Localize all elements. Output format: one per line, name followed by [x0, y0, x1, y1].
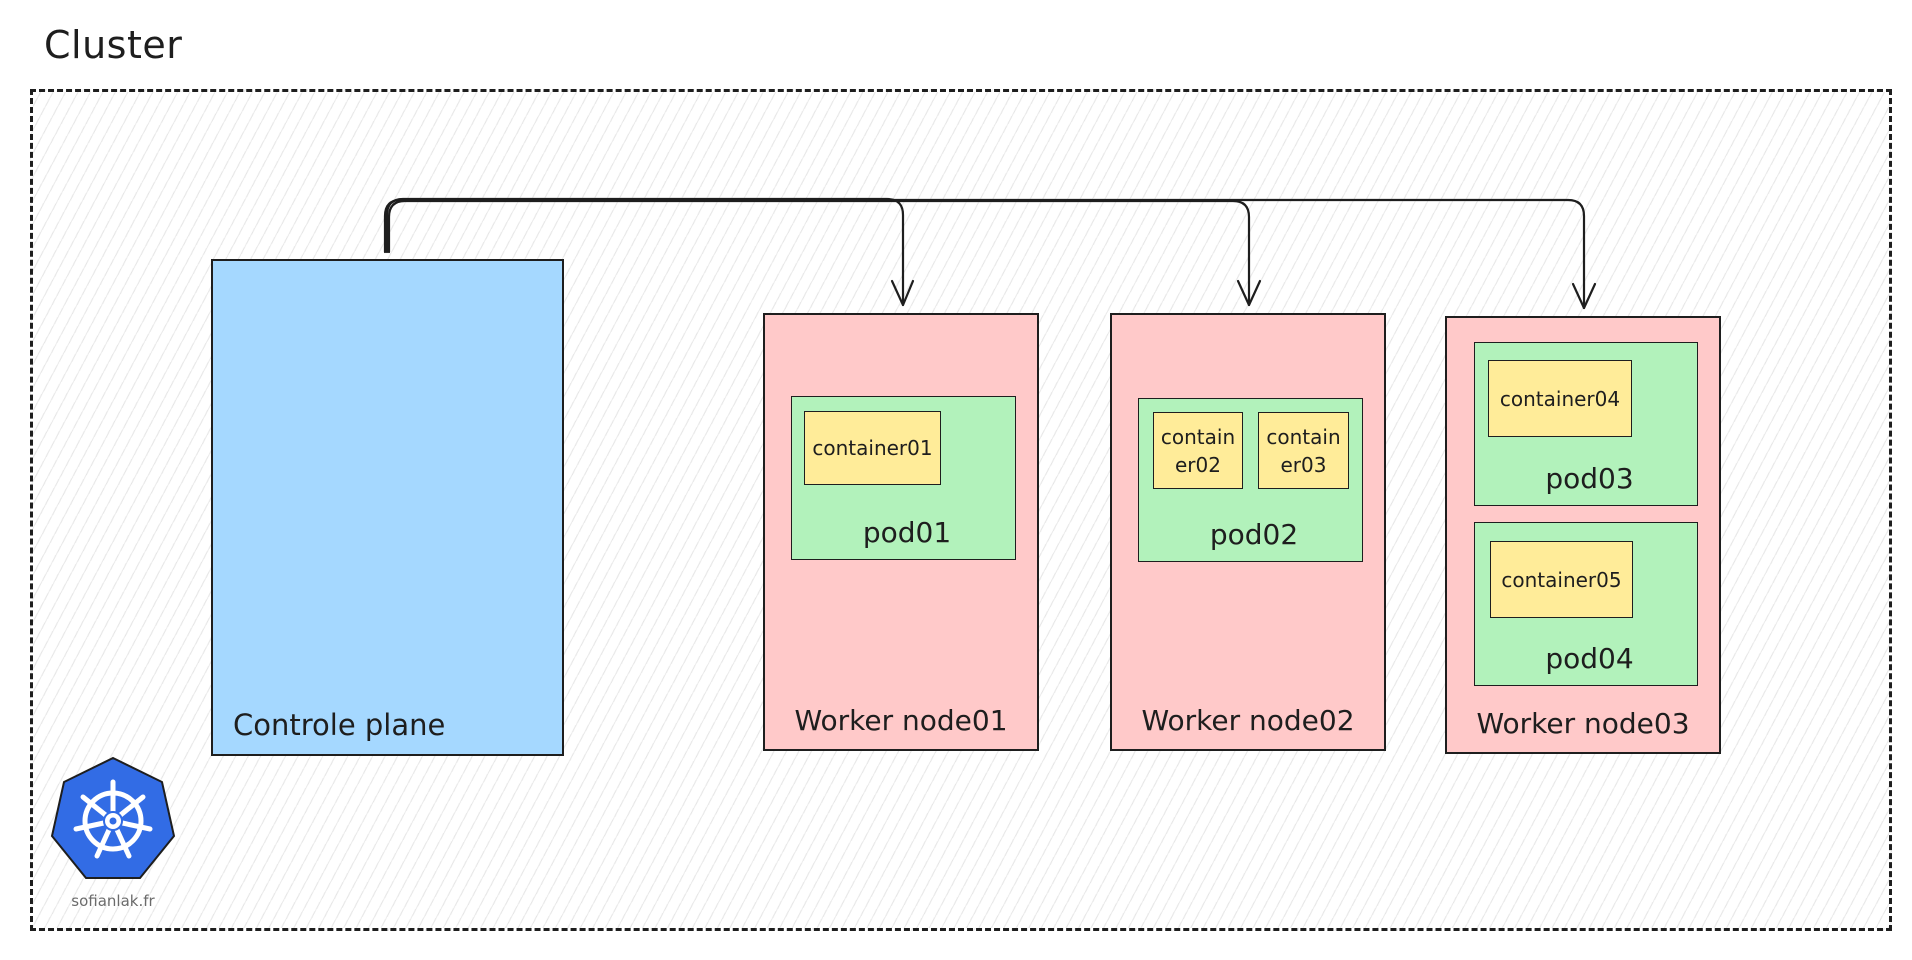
worker-node-01[interactable]: container01 pod01 Worker node01 — [763, 313, 1039, 751]
control-plane-box[interactable]: Controle plane — [211, 259, 564, 756]
kubernetes-helm-icon — [50, 756, 176, 879]
worker-node-02[interactable]: container02 container03 pod02 Worker nod… — [1110, 313, 1386, 751]
container-04[interactable]: container04 — [1488, 360, 1632, 437]
container-05-label: container05 — [1501, 567, 1622, 592]
pod-01-label: pod01 — [862, 516, 952, 549]
pod-03-label: pod03 — [1545, 462, 1634, 495]
container-02-label: container02 — [1160, 424, 1236, 477]
container-01[interactable]: container01 — [804, 411, 941, 485]
pod-03[interactable]: container04 pod03 — [1474, 342, 1698, 506]
cluster-title: Cluster — [44, 23, 183, 67]
container-04-label: container04 — [1499, 386, 1621, 411]
container-02[interactable]: container02 — [1153, 412, 1243, 489]
pod-04-label: pod04 — [1545, 642, 1634, 675]
container-03-label: container03 — [1266, 424, 1341, 477]
pod-02[interactable]: container02 container03 pod02 — [1138, 398, 1363, 562]
worker-node-03[interactable]: container04 pod03 container05 pod04 Work… — [1445, 316, 1721, 754]
watermark-text: sofianlak.fr — [71, 892, 155, 910]
pod-01[interactable]: container01 pod01 — [791, 396, 1016, 560]
container-03[interactable]: container03 — [1258, 412, 1349, 489]
worker-node-02-label: Worker node02 — [1141, 704, 1355, 737]
worker-node-01-label: Worker node01 — [794, 704, 1008, 737]
control-plane-label: Controle plane — [233, 708, 446, 742]
worker-node-03-label: Worker node03 — [1476, 707, 1690, 740]
container-01-label: container01 — [812, 436, 933, 460]
pod-04[interactable]: container05 pod04 — [1474, 522, 1698, 686]
pod-02-label: pod02 — [1209, 518, 1299, 551]
container-05[interactable]: container05 — [1490, 541, 1633, 618]
